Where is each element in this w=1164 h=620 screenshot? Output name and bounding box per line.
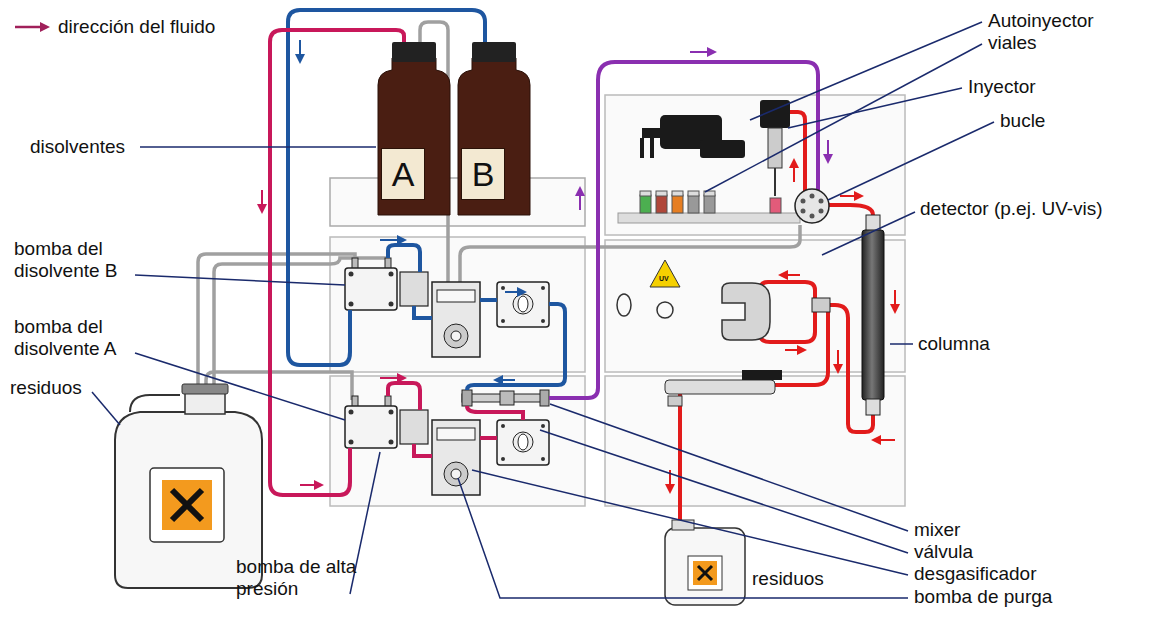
bottle-letter: A (392, 157, 415, 191)
part-label: Inyector (968, 76, 1036, 98)
part-label: válvula (914, 541, 973, 563)
part-label: bomba del disolvente B (14, 238, 139, 282)
legend-text: dirección del fluido (58, 16, 215, 38)
part-label: columna (918, 333, 990, 355)
part-label: detector (p.ej. UV-vis) (920, 198, 1103, 220)
part-label: bomba del disolvente A (14, 316, 139, 360)
part-label: mixer (914, 519, 960, 541)
part-label: bucle (1000, 110, 1045, 132)
legend-arrow (12, 20, 52, 34)
warning-symbol-text: UV (659, 275, 669, 283)
part-label: viales (988, 32, 1037, 54)
part-label: residuos (10, 377, 82, 399)
bottle-letter: B (472, 157, 495, 191)
part-label: desgasificador (914, 563, 1037, 585)
bottle-label: A (381, 148, 425, 200)
part-label: disolventes (30, 136, 125, 158)
bottle-label: B (461, 148, 505, 200)
part-label: bomba de alta presión (236, 556, 361, 600)
part-label: bomba de purga (914, 586, 1052, 608)
part-label: residuos (752, 568, 824, 590)
legend-item: dirección del fluido (12, 16, 215, 38)
part-label: Autoinyector (988, 10, 1094, 32)
